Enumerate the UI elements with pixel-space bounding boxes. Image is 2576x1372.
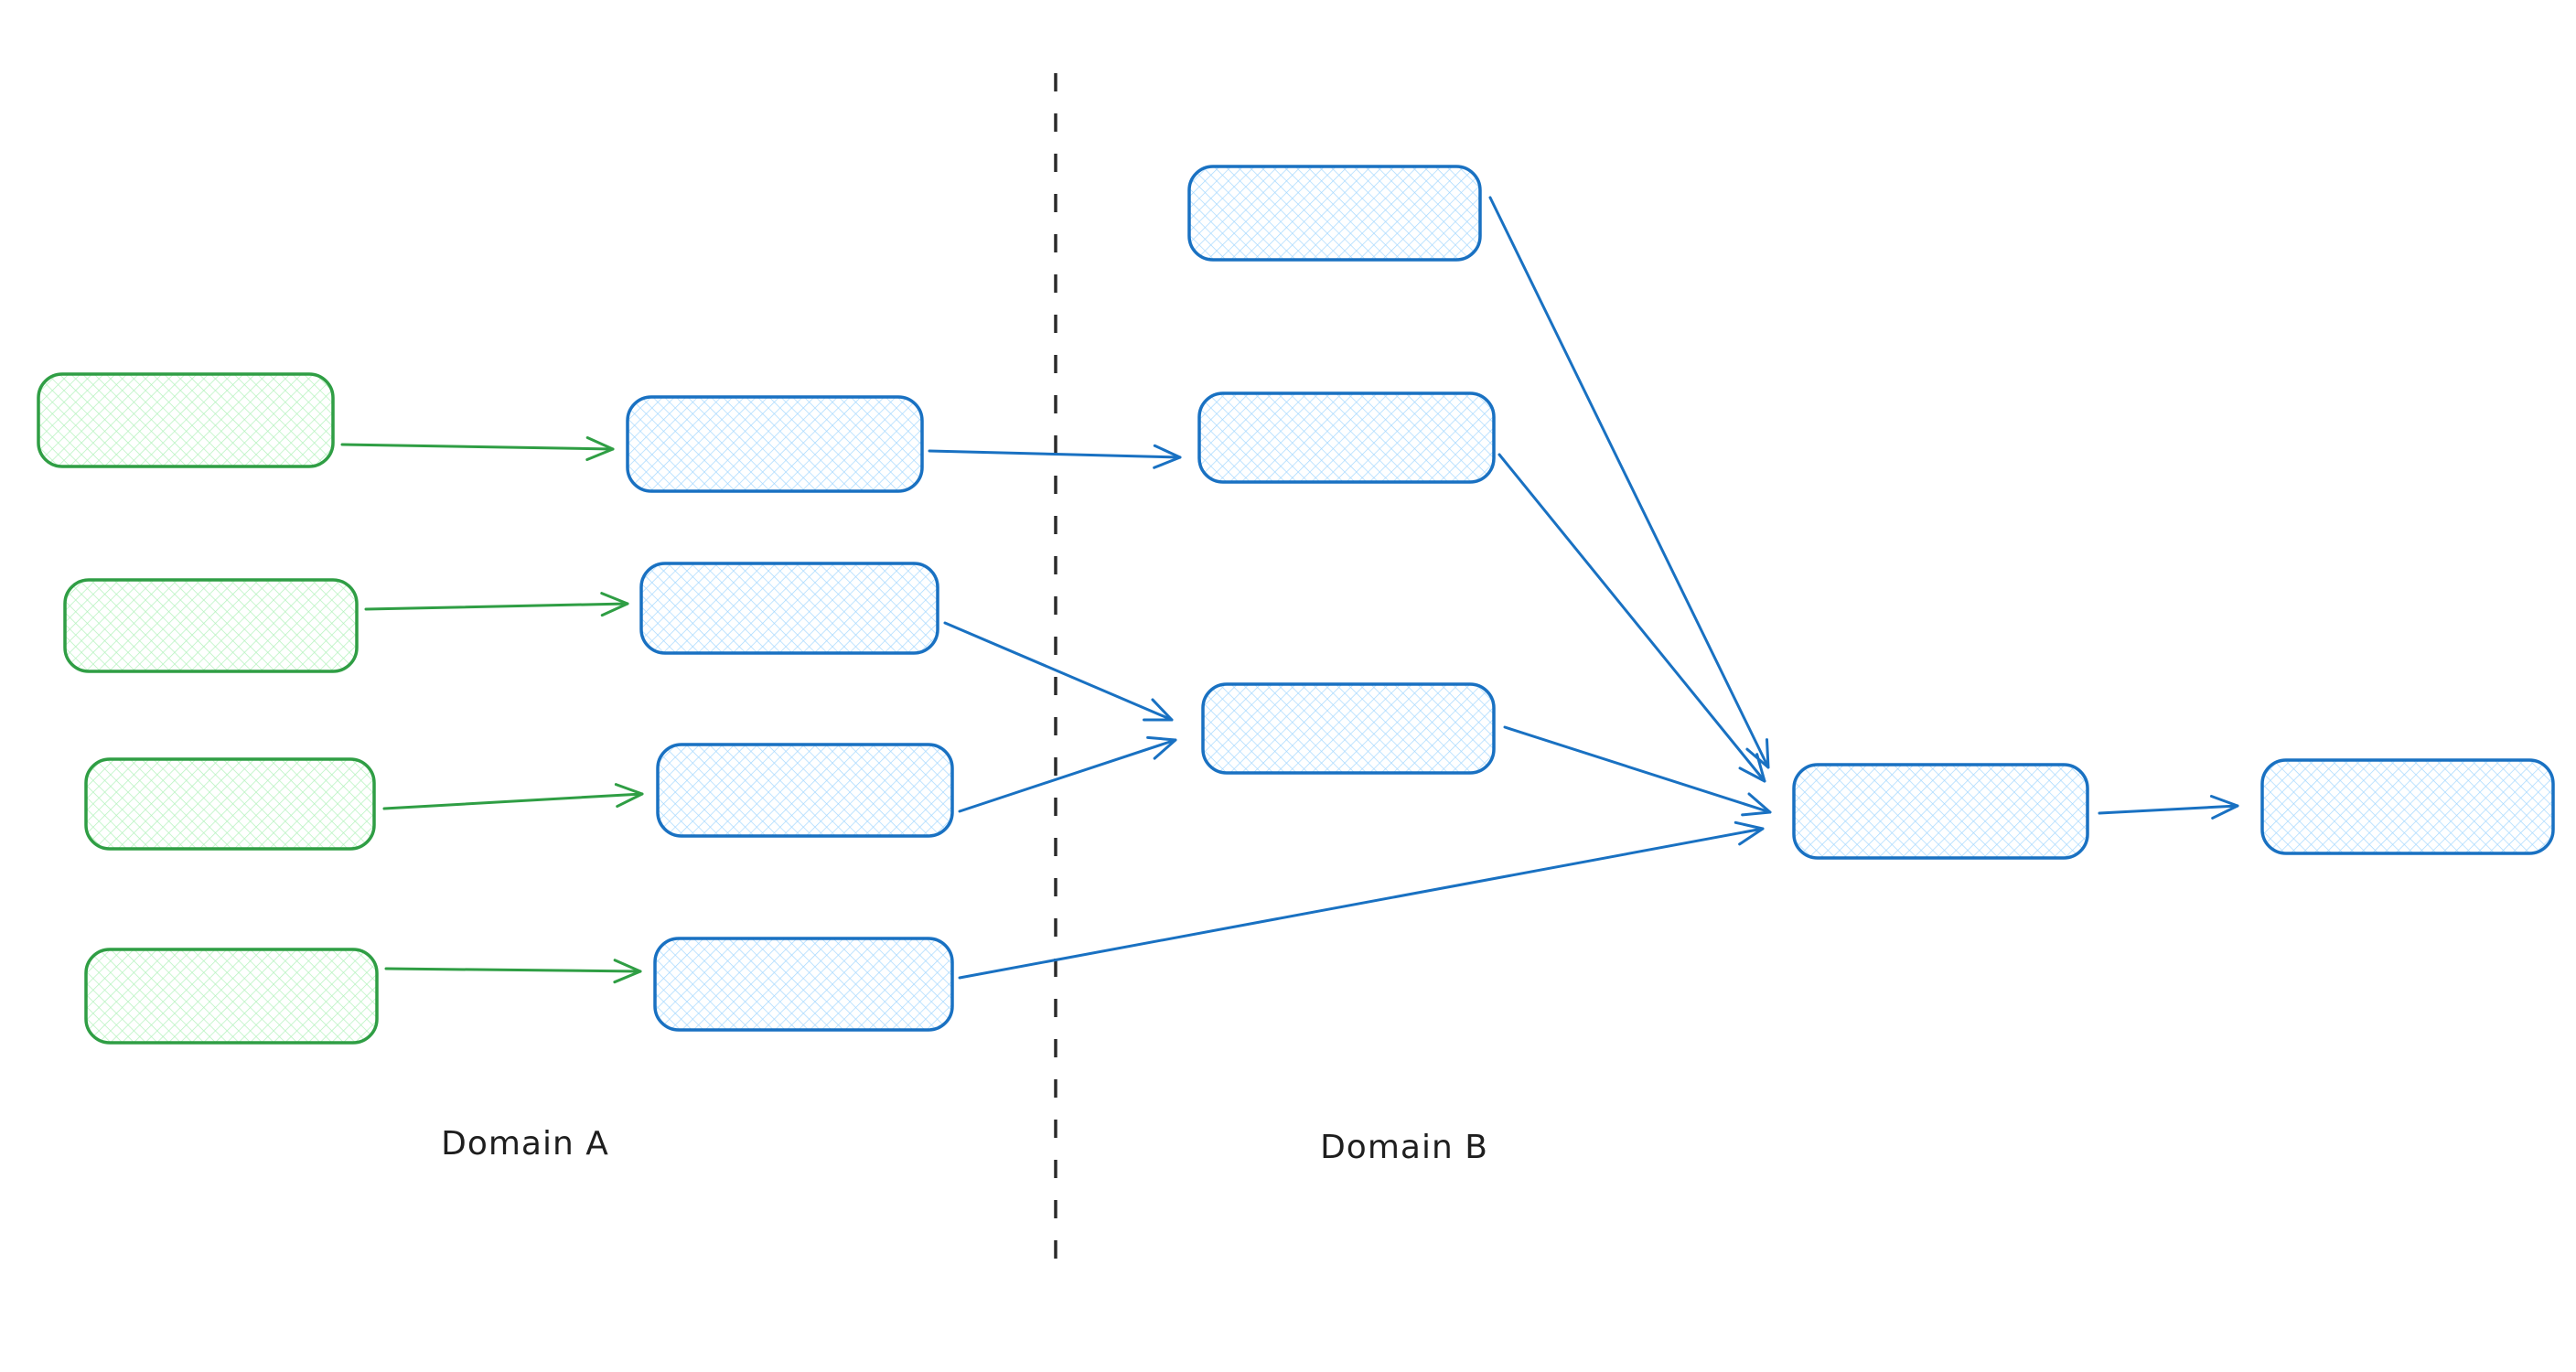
edge-source-1-stage-a-1[interactable] xyxy=(340,436,615,462)
edge-source-4-stage-a-4[interactable] xyxy=(384,959,642,984)
node-stage-b-2[interactable] xyxy=(1197,391,1496,484)
node-source-1[interactable] xyxy=(37,372,335,468)
node-stage-a-1[interactable] xyxy=(626,395,924,493)
edge-stage-a-3-stage-b-3[interactable] xyxy=(958,735,1177,813)
node-stage-a-4[interactable] xyxy=(653,937,954,1032)
node-aggregator[interactable] xyxy=(1792,763,2089,860)
edge-source-2-stage-a-2[interactable] xyxy=(364,592,629,617)
domain-b-label[interactable]: Domain B xyxy=(1320,1129,1488,1166)
edge-source-3-stage-a-3[interactable] xyxy=(382,783,644,810)
node-stage-b-1[interactable] xyxy=(1187,165,1482,262)
node-output[interactable] xyxy=(2260,758,2555,855)
domain-a-label[interactable]: Domain A xyxy=(441,1125,609,1163)
edge-stage-b-3-aggregator[interactable] xyxy=(1503,725,1772,817)
edge-aggregator-output[interactable] xyxy=(2098,794,2239,820)
node-stage-a-3[interactable] xyxy=(656,743,954,838)
node-source-3[interactable] xyxy=(84,757,376,851)
node-stage-b-3[interactable] xyxy=(1201,682,1496,775)
edge-stage-a-4-aggregator[interactable] xyxy=(958,820,1765,980)
edge-stage-a-1-stage-b-2[interactable] xyxy=(928,444,1182,469)
node-stage-a-2[interactable] xyxy=(639,562,939,655)
node-source-4[interactable] xyxy=(84,948,379,1045)
edge-stage-a-2-stage-b-3[interactable] xyxy=(943,621,1174,722)
node-source-2[interactable] xyxy=(63,578,359,673)
edge-stage-b-2-aggregator[interactable] xyxy=(1497,453,1766,783)
edge-stage-b-1-aggregator[interactable] xyxy=(1488,196,1770,769)
